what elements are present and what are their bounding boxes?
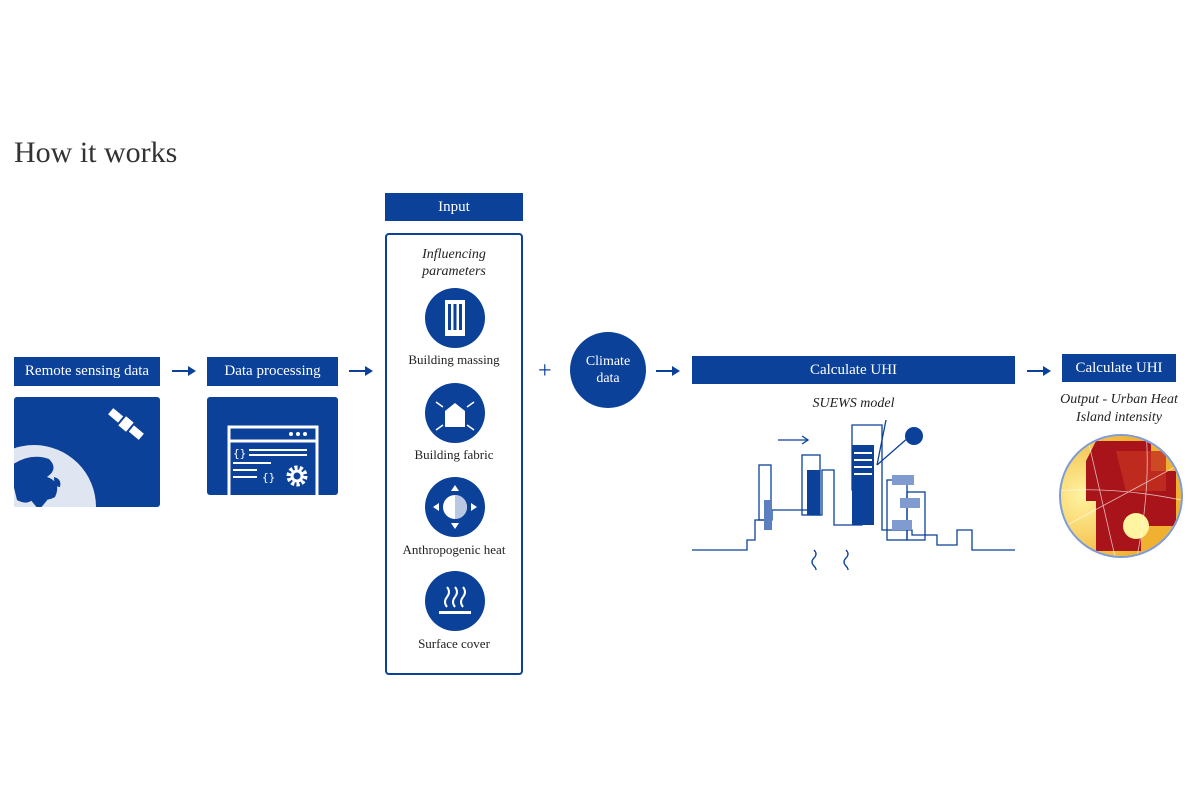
- arrow-icon: [172, 366, 196, 376]
- data-processing-header: Data processing: [207, 357, 338, 386]
- arrow-icon: [656, 366, 680, 376]
- arrow-icon: [349, 366, 373, 376]
- arrow-icon: [1027, 366, 1051, 376]
- page-title: How it works: [14, 136, 178, 169]
- plus-sign: +: [538, 358, 552, 384]
- output-subtitle: Output - Urban Heat Island intensity: [1048, 391, 1190, 427]
- heat-island-map: [1059, 434, 1183, 558]
- city-energy-illustration: [692, 420, 1015, 570]
- input-parameters-box: Influencing parameters Building massing …: [385, 233, 523, 675]
- suews-model-label: SUEWS model: [812, 396, 895, 411]
- building-massing-icon: [425, 288, 485, 348]
- svg-text:{}: {}: [262, 471, 275, 484]
- building-fabric-icon: [425, 383, 485, 443]
- calculate-uhi-header: Calculate UHI: [692, 356, 1015, 384]
- parameters-label: parameters: [422, 264, 486, 279]
- globe-satellite-icon: [14, 397, 160, 507]
- surface-cover-icon: [425, 571, 485, 631]
- code-window-gear-icon: {} {}: [207, 397, 338, 495]
- anthropogenic-heat-icon: [425, 477, 485, 537]
- data-label: data: [596, 371, 620, 386]
- svg-text:{}: {}: [233, 447, 246, 460]
- output-line2: Island intensity: [1076, 410, 1162, 425]
- param-surface-cover: Surface cover: [418, 636, 490, 651]
- climate-label: Climate: [585, 354, 631, 369]
- param-building-fabric: Building fabric: [414, 447, 494, 462]
- param-building-massing: Building massing: [408, 352, 500, 367]
- remote-sensing-header: Remote sensing data: [14, 357, 160, 386]
- input-header: Input: [385, 193, 523, 221]
- climate-data-circle: Climate data: [570, 332, 646, 408]
- output-line1: Output - Urban Heat: [1060, 392, 1178, 407]
- param-anthropogenic-heat: Anthropogenic heat: [402, 542, 506, 557]
- influencing-label: Influencing: [422, 247, 486, 262]
- output-calculate-uhi-header: Calculate UHI: [1062, 354, 1176, 382]
